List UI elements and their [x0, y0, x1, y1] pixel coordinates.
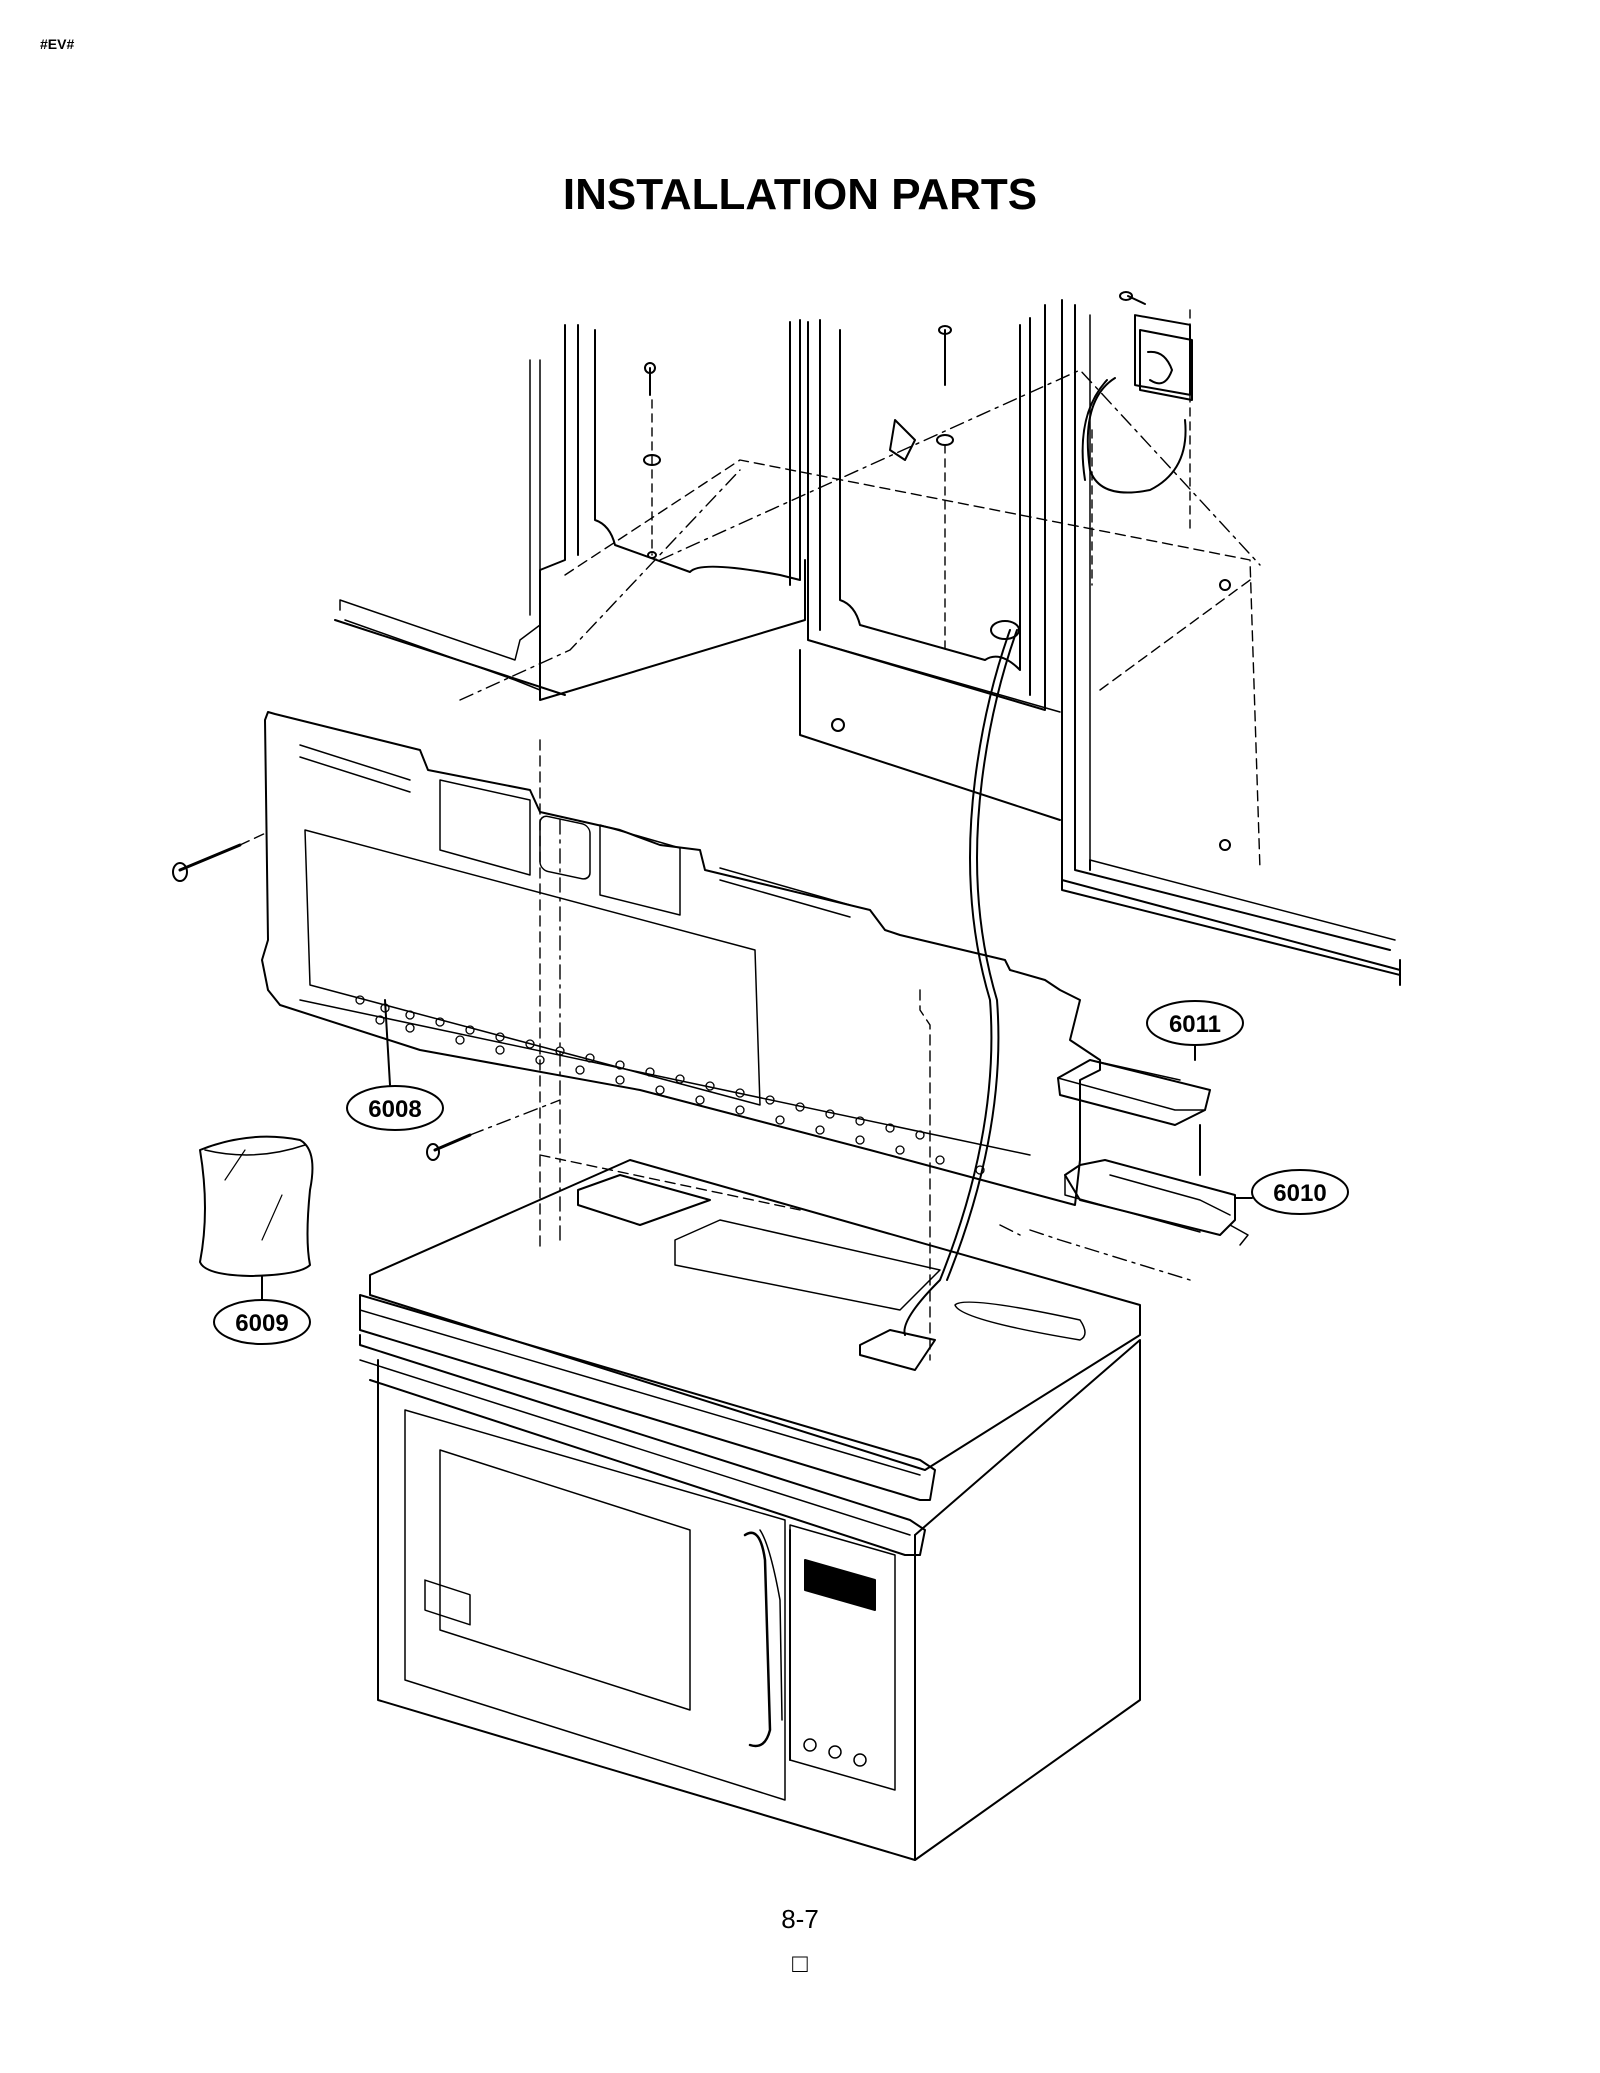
- page-number: 8-7: [781, 1904, 819, 1934]
- callout-label-6011: 6011: [1169, 1011, 1221, 1038]
- hardware-bag: [199, 1135, 314, 1277]
- document-code: #EV#: [40, 36, 75, 52]
- callout-6009: 6009: [213, 1275, 311, 1345]
- callout-label-6008: 6008: [368, 1096, 421, 1123]
- mounting-hardware: [643, 291, 1193, 1336]
- callout-label-6009: 6009: [235, 1310, 288, 1337]
- callout-6008: 6008: [346, 999, 444, 1131]
- microwave-oven: [359, 1159, 1141, 1861]
- callout-label-6010: 6010: [1273, 1180, 1326, 1207]
- callout-6011: 6011: [1146, 1000, 1244, 1061]
- page-title: INSTALLATION PARTS: [562, 170, 1038, 219]
- wall-cabinets: [334, 299, 1401, 986]
- page-mark: □: [792, 1948, 808, 1978]
- damper-parts: [999, 1059, 1249, 1281]
- callout-6010: 6010: [1234, 1169, 1349, 1215]
- mounting-plate: [172, 711, 1101, 1361]
